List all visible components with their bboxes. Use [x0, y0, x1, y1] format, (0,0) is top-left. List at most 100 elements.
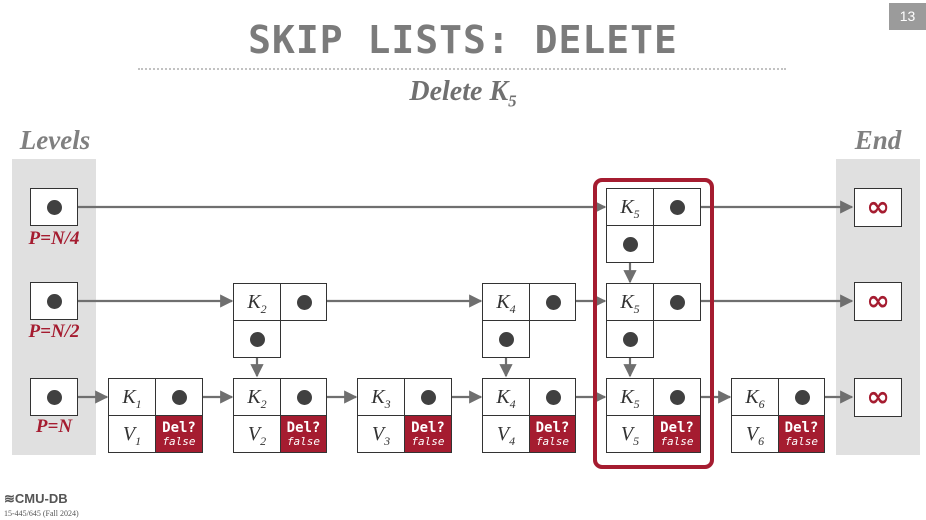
node-value-cell: V3	[357, 415, 405, 453]
top-node-k5-down	[606, 225, 654, 263]
value-text: V	[620, 423, 634, 445]
level-label-p-n2: P=N/2	[28, 321, 80, 342]
end-infinity-level1: ∞	[854, 188, 902, 227]
pointer-dot	[623, 332, 638, 347]
value-subscript: 1	[135, 434, 142, 448]
delete-flag-value: false	[411, 435, 445, 448]
delete-target-highlight	[593, 178, 714, 469]
key-text: K	[122, 386, 136, 408]
pointer-dot	[670, 390, 685, 405]
node-key-cell: K6	[731, 378, 779, 416]
pointer-dot	[47, 390, 62, 405]
node-key-cell: K3	[357, 378, 405, 416]
middle-node-k5-key: K5	[606, 283, 654, 321]
level-label-p-n4: P=N/4	[28, 228, 80, 249]
level-head-p-n2	[30, 282, 78, 320]
delete-flag-label: Del?	[784, 420, 819, 436]
key-text: K	[496, 291, 510, 313]
pointer-dot	[47, 200, 62, 215]
title-divider	[138, 68, 786, 70]
level-head-p-n	[30, 378, 78, 416]
node-key-cell: K1	[108, 378, 156, 416]
delete-flag: Del?false	[653, 415, 701, 453]
delete-flag: Del?false	[778, 415, 825, 453]
database-icon: ≋	[4, 491, 15, 506]
key-subscript: 4	[509, 397, 516, 411]
delete-flag: Del?false	[404, 415, 452, 453]
delete-flag-label: Del?	[660, 420, 694, 436]
upper-node-k2-down	[233, 320, 281, 358]
pointer-dot	[297, 390, 312, 405]
key-text: K	[496, 386, 510, 408]
key-text: K	[247, 386, 261, 408]
subtitle-subscript: 5	[508, 91, 517, 111]
pointer-dot	[499, 332, 514, 347]
pointer-dot	[795, 390, 810, 405]
upper-node-k2-next	[280, 283, 327, 321]
delete-flag: Del?false	[529, 415, 576, 453]
delete-flag-label: Del?	[162, 420, 196, 436]
node-value-cell: V5	[606, 415, 654, 453]
pointer-dot	[670, 295, 685, 310]
pointer-dot	[172, 390, 187, 405]
value-text: V	[496, 423, 510, 445]
delete-flag-value: false	[535, 435, 570, 448]
slide-title: SKIP LISTS: DELETE	[248, 18, 678, 62]
end-infinity-level2: ∞	[854, 282, 902, 321]
key-subscript: 5	[633, 207, 640, 221]
node-key-cell: K2	[233, 378, 281, 416]
delete-flag-value: false	[286, 435, 321, 448]
node-next-cell	[404, 378, 452, 416]
pointer-dot	[297, 295, 312, 310]
footer-course: 15-445/645 (Fall 2024)	[4, 509, 79, 518]
delete-flag-label: Del?	[411, 420, 445, 436]
slide-subtitle: Delete K5	[0, 76, 926, 112]
key-subscript: 1	[135, 397, 142, 411]
value-text: V	[371, 423, 385, 445]
value-subscript: 6	[758, 434, 765, 448]
node-value-cell: V6	[731, 415, 779, 453]
pointer-dot	[623, 237, 638, 252]
level-head-p-n4	[30, 188, 78, 226]
pointer-dot	[421, 390, 436, 405]
key-subscript: 4	[509, 302, 516, 316]
pointer-dot	[47, 294, 62, 309]
delete-flag: Del?false	[280, 415, 327, 453]
top-node-k5-key: K5	[606, 188, 654, 226]
levels-header: Levels	[19, 125, 91, 155]
node-next-cell	[529, 378, 576, 416]
value-text: V	[745, 423, 759, 445]
delete-flag-value: false	[162, 435, 196, 448]
pointer-dot	[670, 200, 685, 215]
footer-logo: ≋CMU-DB	[4, 491, 68, 507]
pointer-dot	[546, 390, 561, 405]
value-subscript: 4	[509, 434, 516, 448]
node-key-cell: K4	[482, 378, 530, 416]
key-subscript: 5	[633, 397, 640, 411]
node-next-cell	[280, 378, 327, 416]
key-subscript: 2	[260, 302, 267, 316]
delete-flag: Del?false	[155, 415, 203, 453]
node-next-cell	[155, 378, 203, 416]
footer-logo-text: CMU-DB	[14, 491, 68, 506]
key-subscript: 5	[633, 302, 640, 316]
upper-node-k4-key: K4	[482, 283, 530, 321]
middle-node-k5-next	[653, 283, 701, 321]
value-text: V	[247, 423, 261, 445]
delete-flag-value: false	[660, 435, 694, 448]
value-subscript: 5	[633, 434, 640, 448]
level-label-p-n: P=N	[35, 416, 73, 437]
page-number: 13	[889, 3, 926, 30]
upper-node-k2-key: K2	[233, 283, 281, 321]
delete-flag-value: false	[784, 435, 819, 448]
key-text: K	[745, 386, 759, 408]
end-header: End	[854, 125, 902, 155]
key-text: K	[371, 386, 385, 408]
top-node-k5-next	[653, 188, 701, 226]
key-text: K	[620, 291, 634, 313]
key-subscript: 3	[384, 397, 391, 411]
key-text: K	[620, 196, 634, 218]
value-text: V	[122, 423, 136, 445]
pointer-dot	[250, 332, 265, 347]
value-subscript: 3	[384, 434, 391, 448]
